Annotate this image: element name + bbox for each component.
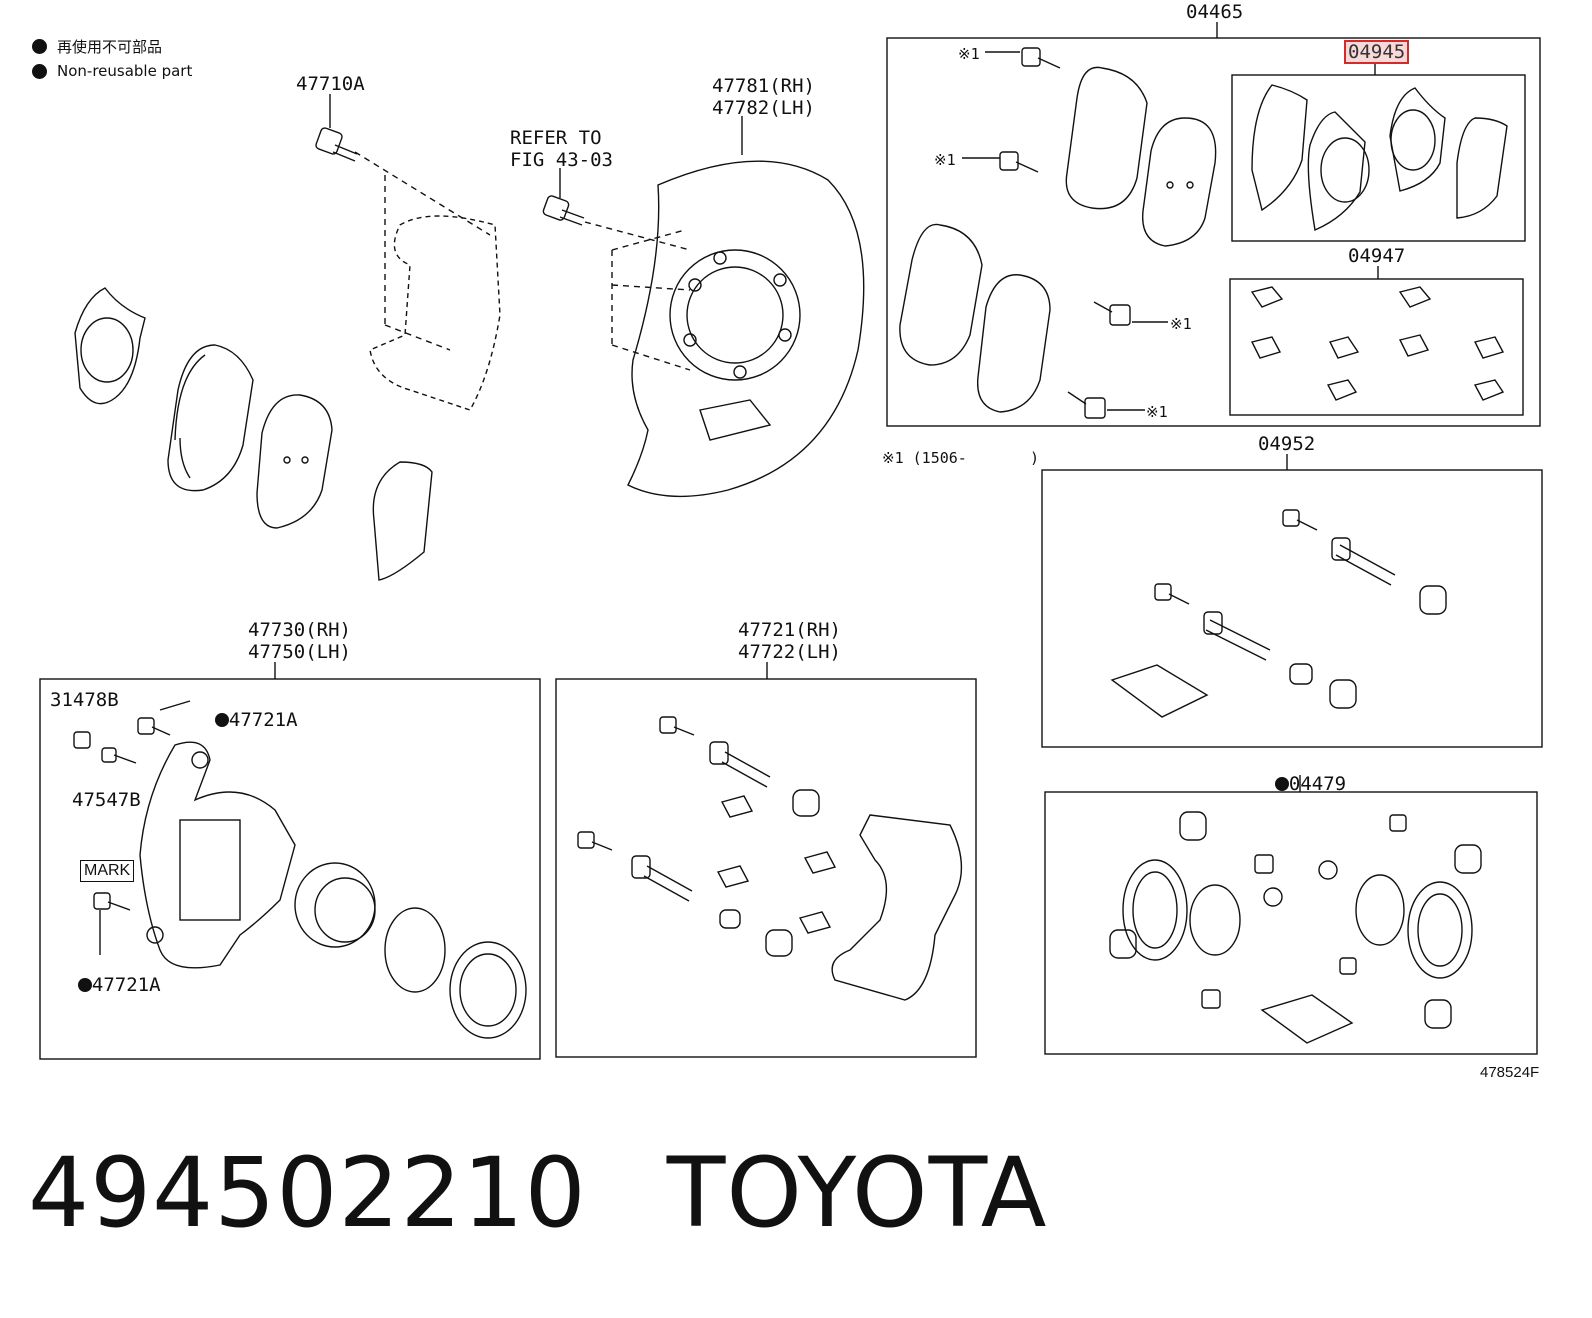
label-47782-lh: 47782(LH) <box>712 97 815 119</box>
kit-04465-frame <box>886 37 1541 427</box>
legend-japanese-text: 再使用不可部品 <box>57 38 163 56</box>
note-marker: ※1 <box>1170 315 1192 333</box>
label-04465: 04465 <box>1186 1 1244 23</box>
label-47721A-bottom-text: 47721A <box>91 974 161 996</box>
bolt-47710A <box>315 127 358 162</box>
kit-04945-frame <box>1231 74 1526 242</box>
brake-pad-inner <box>167 344 254 492</box>
label-47721A-top-text: 47721A <box>228 709 298 731</box>
label-47710A: 47710A <box>296 73 365 95</box>
caliper-bracket-frame <box>555 678 977 1058</box>
kit-04479-frame <box>1044 791 1538 1055</box>
caliper-assembly-frame <box>39 678 541 1060</box>
label-47721A-top: 47721A <box>192 690 298 730</box>
kit-04465-parts <box>899 47 1217 419</box>
note-marker: ※1 <box>958 45 980 63</box>
figure-reference: 478524F <box>1480 1064 1540 1081</box>
label-47721-rh: 47721(RH) <box>738 619 841 641</box>
label-04952: 04952 <box>1258 433 1316 455</box>
kit-04947-frame <box>1229 278 1524 416</box>
label-47781-rh: 47781(RH) <box>712 75 815 97</box>
label-04479-text: 04479 <box>1288 773 1347 795</box>
label-47750-lh: 47750(LH) <box>248 641 351 663</box>
label-04947: 04947 <box>1348 245 1406 267</box>
kit-04952-frame <box>1041 469 1543 748</box>
label-47722-lh: 47722(LH) <box>738 641 841 663</box>
kit-04952-parts <box>1110 509 1447 718</box>
pad-wear-plate <box>372 461 433 581</box>
legend-english-text: Non-reusable part <box>57 62 193 80</box>
disc-brake-dust-cover <box>627 160 865 498</box>
non-reusable-dot-icon <box>1274 777 1289 791</box>
note-marker: ※1 <box>934 151 956 169</box>
label-fig-43-03: FIG 43-03 <box>510 149 613 171</box>
label-04479: 04479 <box>1252 754 1346 794</box>
kit-04479-parts <box>1109 811 1482 1044</box>
non-reusable-dot-icon <box>32 39 47 54</box>
brand-name: TOYOTA <box>666 1137 1048 1249</box>
part-number: 494502210 <box>28 1137 587 1249</box>
bolt-fig-43-03 <box>542 195 585 226</box>
caliper-assembly-parts <box>73 700 527 1039</box>
kit-04945-shims <box>1251 84 1508 231</box>
non-reusable-dot-icon <box>32 63 47 79</box>
note-date-range: ※1 (1506- ) <box>882 449 1040 467</box>
label-mark: MARK <box>80 860 135 882</box>
mounting-bracket <box>369 215 501 411</box>
legend-english: Non-reusable part <box>32 62 192 80</box>
footer-caption: 494502210 TOYOTA <box>28 1138 1047 1248</box>
kit-04947-clips <box>1250 286 1505 401</box>
non-reusable-dot-icon <box>214 713 229 727</box>
label-04945-highlighted[interactable]: 04945 <box>1344 40 1410 64</box>
label-31478B: 31478B <box>50 689 119 711</box>
label-47547B: 47547B <box>72 789 141 811</box>
label-47721A-bottom: 47721A <box>55 955 161 995</box>
anti-squeal-shim <box>74 287 146 405</box>
note-marker: ※1 <box>1146 403 1168 421</box>
label-47730-rh: 47730(RH) <box>248 619 351 641</box>
brake-pad-outer <box>256 394 333 529</box>
non-reusable-dot-icon <box>77 978 92 992</box>
caliper-bracket-parts <box>577 716 963 1001</box>
legend-japanese: 再使用不可部品 <box>32 36 162 57</box>
label-refer-to: REFER TO <box>510 127 602 149</box>
